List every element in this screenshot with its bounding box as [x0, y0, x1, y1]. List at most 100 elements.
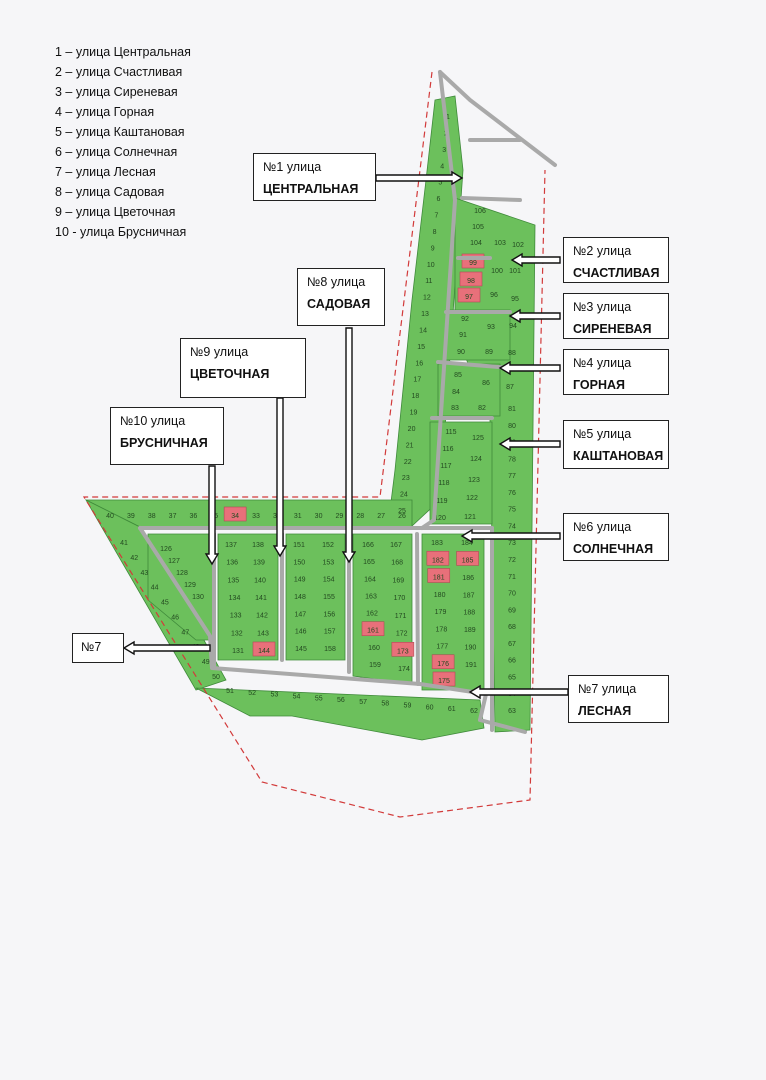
arrow-brusnichnaya — [204, 465, 220, 566]
plot-number: 67 — [508, 641, 516, 648]
plot-number: 72 — [508, 557, 516, 564]
plot-number: 89 — [485, 349, 493, 356]
highlighted-plot — [426, 550, 450, 566]
street-label-number: №10 улица — [120, 414, 186, 428]
plot-number: 73 — [508, 540, 516, 547]
plot-number: 75 — [508, 507, 516, 514]
plot-number: 39 — [127, 513, 135, 520]
plot-number: 181 — [433, 575, 445, 582]
plot-number: 145 — [295, 646, 307, 653]
highlighted-plot — [431, 654, 455, 670]
plot-number: 14 — [419, 327, 427, 334]
street-label-number: №6 улица — [573, 520, 632, 534]
highlighted-plot — [456, 551, 479, 566]
plot-number: 119 — [436, 498, 447, 505]
highlighted-plot — [223, 506, 247, 522]
plot-number: 4 — [440, 163, 444, 170]
plot-number: 44 — [151, 585, 159, 592]
legend-item: 1 – улица Центральная — [55, 45, 191, 59]
plot-number: 172 — [396, 631, 408, 638]
plot-number: 130 — [192, 594, 204, 601]
plot-number: 184 — [461, 540, 473, 547]
plot-number: 21 — [406, 442, 414, 449]
street-label-number: №7 улица — [578, 682, 637, 696]
plot-number: 173 — [397, 648, 409, 655]
plot-number: 120 — [434, 515, 446, 522]
plot-number: 170 — [394, 595, 406, 602]
plot-number: 188 — [463, 610, 475, 617]
plot-number: 163 — [365, 593, 377, 600]
plot-number: 52 — [248, 690, 256, 697]
plot-number: 146 — [295, 629, 307, 636]
plot-number: 47 — [181, 629, 189, 636]
plot-number: 36 — [190, 513, 198, 520]
plot-number: 65 — [508, 674, 516, 681]
plot-number: 27 — [377, 513, 385, 520]
legend-item: 6 – улица Солнечная — [55, 145, 178, 159]
plot-number: 71 — [508, 574, 516, 581]
site-boundary — [82, 71, 546, 818]
arrow-tsentralnaya — [375, 170, 464, 186]
plot-number: 80 — [508, 423, 516, 430]
plot-number: 76 — [508, 490, 516, 497]
plot-number: 85 — [454, 372, 462, 379]
zone-b — [217, 533, 279, 661]
arrow-solnechnaya — [460, 528, 561, 544]
plot-number: 125 — [472, 435, 484, 442]
plot-number: 128 — [176, 570, 188, 577]
plot-number: 178 — [436, 626, 448, 633]
plot-number: 131 — [232, 648, 244, 655]
plot-number: 105 — [472, 224, 484, 231]
plot-number: 132 — [231, 630, 243, 637]
plot-number: 5 — [438, 180, 442, 187]
plot-number: 6 — [436, 196, 440, 203]
road-lesnaya — [478, 692, 527, 734]
plot-number: 84 — [452, 389, 460, 396]
plot-number: 175 — [438, 678, 450, 685]
plot-number: 23 — [402, 475, 410, 482]
highlighted-plot — [391, 641, 415, 657]
plot-number: 45 — [161, 600, 169, 607]
plot-number: 106 — [474, 208, 486, 215]
plot-number: 62 — [470, 708, 478, 715]
zone-c — [285, 533, 346, 661]
street-label-name: ЦЕНТРАЛЬНАЯ — [263, 182, 359, 196]
plot-number: 160 — [368, 645, 380, 652]
plot-number: 190 — [465, 645, 477, 652]
plot-number: 133 — [230, 613, 242, 620]
plot-number: 104 — [470, 240, 482, 247]
plot-number: 182 — [432, 557, 444, 564]
plot-number: 99 — [469, 260, 477, 267]
plot-number: 30 — [315, 513, 323, 520]
plot-number: 29 — [336, 513, 344, 520]
plot-number: 161 — [367, 628, 379, 635]
legend-item: 5 – улица Каштановая — [55, 125, 185, 139]
street-label-name: БРУСНИЧНАЯ — [120, 436, 208, 450]
plot-number: 7 — [435, 213, 439, 220]
plot-number: 16 — [415, 360, 423, 367]
zone-a — [147, 533, 216, 641]
plot-number: 142 — [256, 613, 268, 620]
plot-number: 115 — [445, 429, 456, 436]
plot-number: 117 — [440, 463, 451, 470]
plot-number: 153 — [322, 559, 334, 566]
plot-number: 98 — [467, 278, 475, 285]
plot-number: 129 — [184, 582, 196, 589]
plot-number: 20 — [408, 426, 416, 433]
plot-number: 49 — [202, 659, 210, 666]
street-label-number: №7 — [81, 640, 102, 654]
plot-number: 118 — [438, 480, 449, 487]
plot-number: 54 — [293, 693, 301, 700]
plot-number: 147 — [294, 611, 306, 618]
plot-number: 22 — [404, 459, 412, 466]
plot-number: 81 — [508, 406, 516, 413]
plot-number: 40 — [106, 513, 114, 520]
plot-number: 103 — [494, 240, 506, 247]
arrow-tsvetochnaya — [272, 397, 288, 558]
plot-number: 158 — [324, 646, 336, 653]
plot-number: 138 — [252, 542, 264, 549]
street-label-number: №9 улица — [190, 345, 249, 359]
highlighted-plot — [427, 568, 451, 583]
